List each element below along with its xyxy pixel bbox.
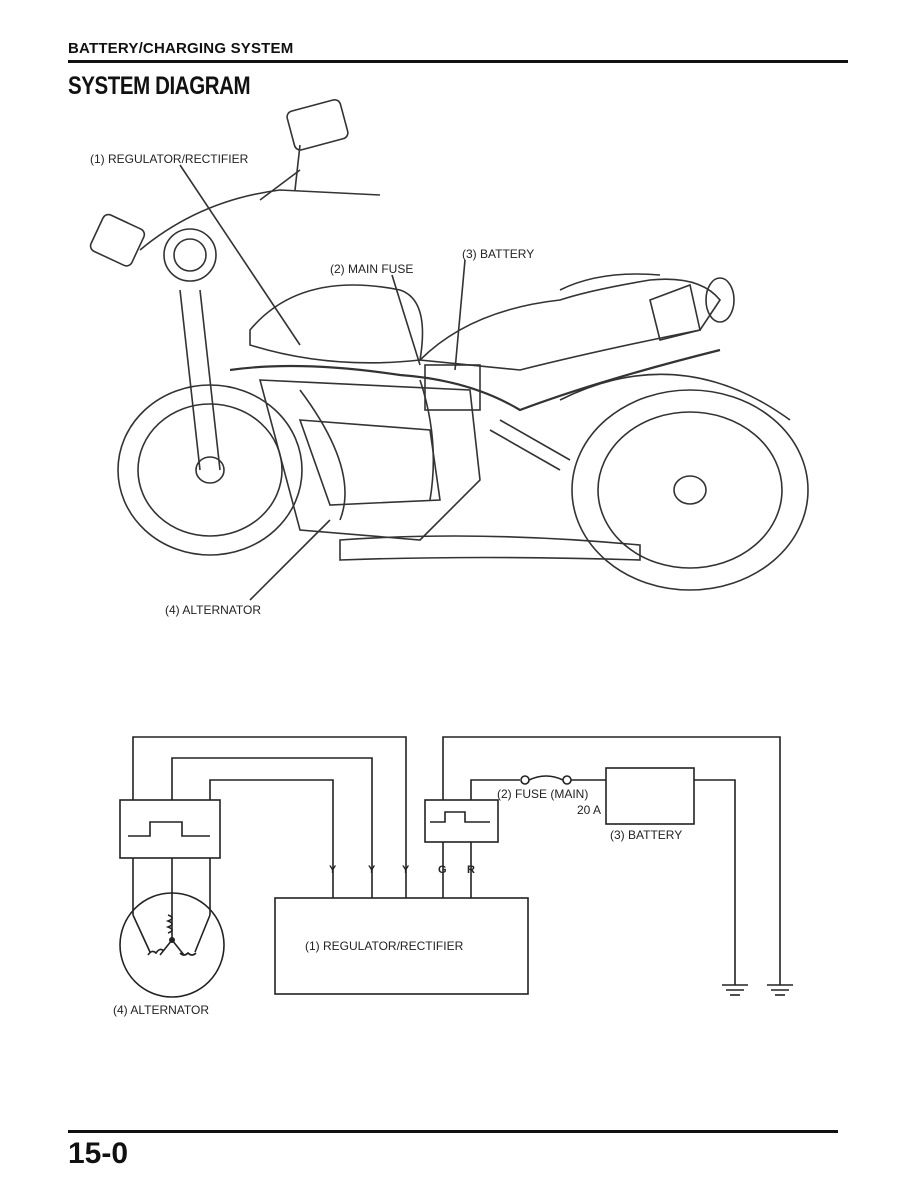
section-header: BATTERY/CHARGING SYSTEM xyxy=(68,40,294,57)
wire-y2 xyxy=(171,757,373,898)
callout-battery: (3) BATTERY xyxy=(462,247,534,261)
wire-code-r: R xyxy=(467,864,475,876)
ground-symbol-2 xyxy=(767,984,793,996)
regulator-label: (1) REGULATOR/RECTIFIER xyxy=(305,939,464,953)
wire-y3 xyxy=(209,779,334,898)
fuse-label: (2) FUSE (MAIN) xyxy=(497,787,588,801)
wire-code-y3: Y xyxy=(402,864,410,876)
wire-ground-a xyxy=(442,736,781,985)
regulator-rectifier-box xyxy=(274,897,529,995)
alternator-symbol xyxy=(119,892,225,998)
rear-wheel xyxy=(571,389,809,591)
battery-label: (3) BATTERY xyxy=(610,828,682,842)
page-title: SYSTEM DIAGRAM xyxy=(68,72,251,100)
fuel-tank xyxy=(249,284,424,364)
wire-y1 xyxy=(132,736,407,898)
callout-regulator: (1) REGULATOR/RECTIFIER xyxy=(90,152,249,166)
wire-code-g: G xyxy=(438,864,447,876)
regulator-connector xyxy=(424,799,499,843)
seat xyxy=(418,278,721,371)
battery-box xyxy=(605,767,695,825)
wire-code-y2: Y xyxy=(368,864,376,876)
ground-symbol-1 xyxy=(722,984,748,996)
alternator-label: (4) ALTERNATOR xyxy=(113,1003,209,1017)
fuse-rating: 20 A xyxy=(577,803,601,817)
wire-code-y1: Y xyxy=(329,864,337,876)
header-rule xyxy=(68,60,848,63)
exhaust xyxy=(339,535,641,561)
callout-alternator: (4) ALTERNATOR xyxy=(165,603,261,617)
page-number: 15-0 xyxy=(68,1137,129,1170)
alternator-connector xyxy=(119,799,221,859)
footer-rule xyxy=(68,1130,838,1133)
headlight xyxy=(163,228,217,282)
callout-main-fuse: (2) MAIN FUSE xyxy=(330,262,413,276)
